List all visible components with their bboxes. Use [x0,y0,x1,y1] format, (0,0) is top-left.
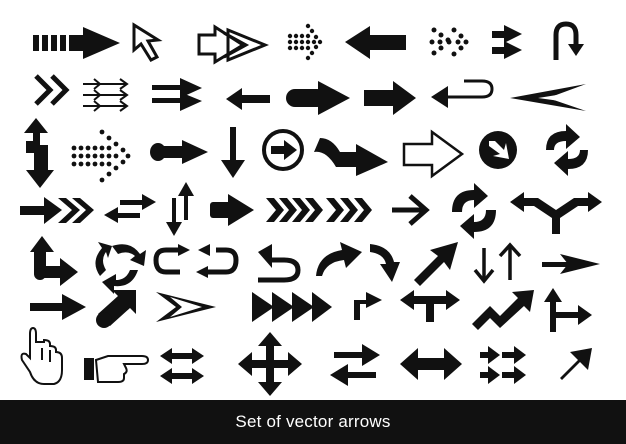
down-arrow-icon [221,127,245,178]
cursor-arrow-outline-icon [132,22,163,62]
caption-text: Set of vector arrows [235,412,391,431]
dotted-chevron-right-icon [429,27,469,57]
exchange-arrows-icon [160,348,204,384]
zigzag-down-arrow-icon [24,118,54,188]
stacked-right-arrows-icon [480,346,526,384]
corner-right-up-arrow-icon [354,292,382,320]
zigzag-up-arrow-icon [472,290,534,330]
striped-right-arrow-icon [33,27,120,59]
rounded-right-arrow-icon [286,81,350,115]
curved-up-right-arrow-icon [316,242,362,276]
double-small-right-arrow-icon [492,25,522,59]
quad-chevron-right-icon [266,198,323,222]
exchange-thin-arrows-icon [330,344,380,386]
chevron-right-arrow-icon [392,194,430,226]
hand-pointer-up-icon [20,326,63,385]
diagonal-up-right-arrow-icon [414,242,458,286]
bold-right-arrow-icon [364,81,416,115]
icons-canvas [20,21,602,396]
double-right-arrow-icon [152,78,202,111]
split-fork-arrow-icon [510,192,602,234]
dotted-right-arrow-icon [287,23,323,61]
refresh-cycle-icon [546,124,588,176]
double-left-arrowhead-icon [510,84,586,111]
diagonal-bold-arrow-icon [96,290,136,328]
rotate-cycle-arrows-icon [452,183,496,239]
thin-long-right-arrow-icon [542,254,600,274]
triple-chevron-right-icon [326,198,372,222]
thin-left-arrow-icon [226,88,270,110]
corner-up-right-arrow-icon [30,236,78,286]
u-turn-left-arrow-icon [258,244,301,283]
swap-horizontal-icon [104,194,156,223]
fast-forward-icon [252,292,332,322]
bold-left-arrow-icon [345,26,406,59]
hand-pointer-right-icon [84,355,150,383]
left-right-bold-arrow-icon [400,348,462,380]
outline-right-arrow-icon [402,129,465,179]
double-chevron-right-icon [34,74,70,106]
diagonal-up-right-bold-icon [560,348,592,380]
pointer-right-icon [210,194,254,226]
double-outline-right-arrow-icon [197,24,269,65]
plain-right-arrow-icon [30,294,86,320]
up-down-arrows-icon [473,242,522,284]
swap-vertical-icon [166,182,194,236]
circle-right-arrow-icon [262,129,304,171]
u-turn-down-arrow-icon [553,21,584,60]
three-way-cycle-icon [95,242,146,294]
bulb-right-arrow-icon [150,140,208,164]
triple-chevron-right-arrow-icon [20,197,94,224]
circle-down-right-arrow-icon [479,131,517,169]
return-left-arrow-icon [431,79,494,108]
split-left-right-arrow-icon [400,290,460,322]
triple-thin-right-arrow-icon [83,78,129,112]
four-way-move-icon [238,332,302,396]
loop-double-arrow-icon [153,244,239,278]
caption-bar: Set of vector arrows [0,400,626,444]
dotted-big-right-arrow-icon [71,129,131,183]
curved-right-arrow-icon [314,138,388,176]
feather-right-arrow-icon [156,292,216,322]
curved-down-arrow-icon [370,244,400,282]
branch-right-arrow-icon [544,288,592,332]
